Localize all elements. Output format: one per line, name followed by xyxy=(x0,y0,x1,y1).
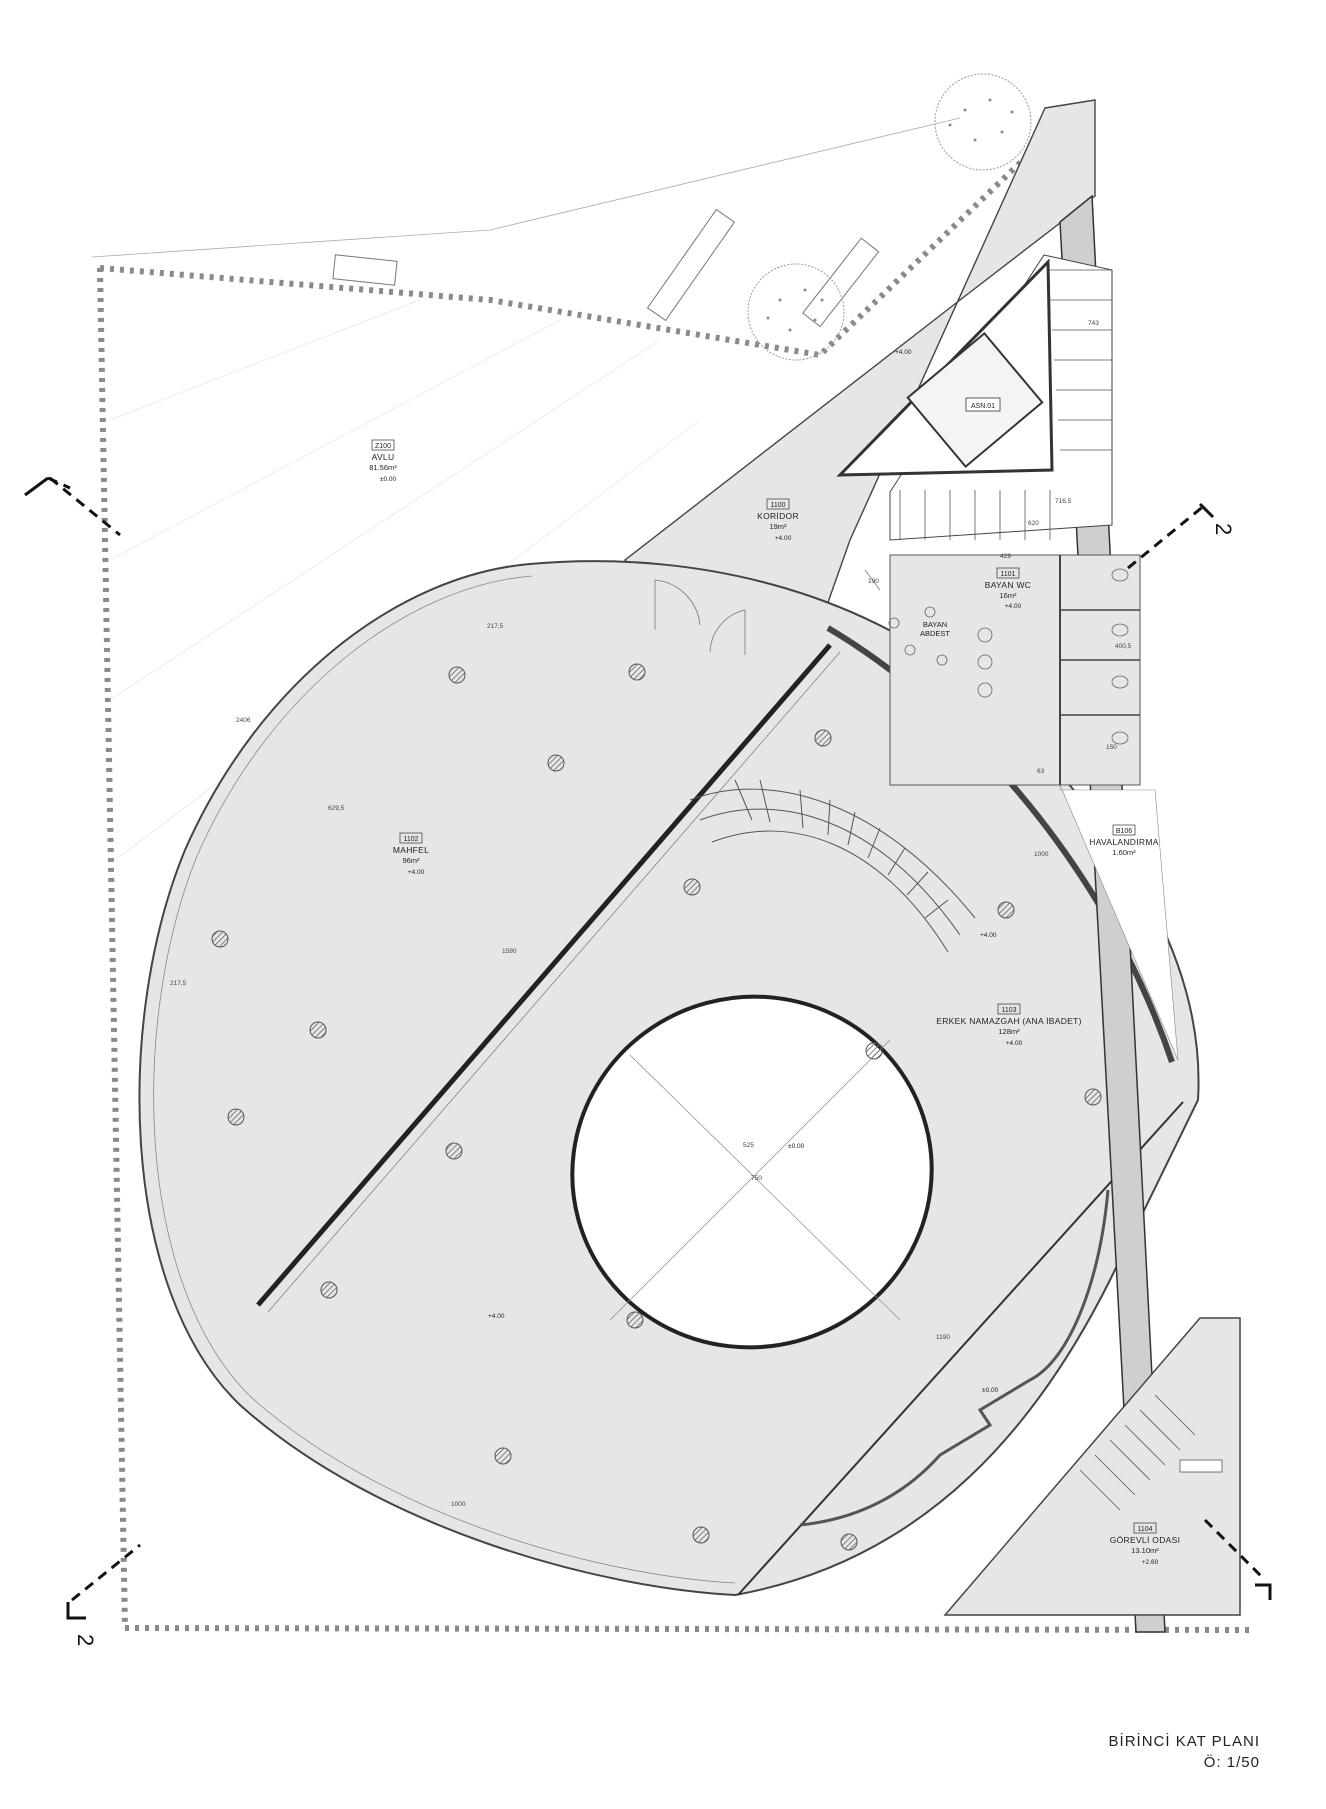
svg-text:AVLU: AVLU xyxy=(372,452,395,462)
corridor-floor xyxy=(623,99,1096,626)
service-core xyxy=(836,194,1179,1633)
central-void xyxy=(570,994,934,1350)
svg-text:+4.00: +4.00 xyxy=(895,349,912,356)
svg-text:429: 429 xyxy=(1000,553,1011,560)
svg-text:+4.00: +4.00 xyxy=(408,869,425,876)
section-marker xyxy=(24,476,1272,1620)
drawing-title-block: BİRİNCİ KAT PLANI Ö: 1/50 xyxy=(1109,1731,1260,1773)
svg-text:+2.60: +2.60 xyxy=(1142,1559,1159,1566)
svg-text:1101: 1101 xyxy=(1000,571,1015,578)
curved-stair xyxy=(689,779,976,953)
svg-text:96m²: 96m² xyxy=(402,856,420,865)
svg-text:128m²: 128m² xyxy=(998,1027,1020,1036)
svg-text:150: 150 xyxy=(1106,744,1117,751)
svg-text:KORİDOR: KORİDOR xyxy=(757,511,799,521)
room-label-koridor: 1100 KORİDOR 19m² +4.00 xyxy=(757,498,799,542)
svg-text:1103: 1103 xyxy=(1001,1007,1016,1014)
svg-text:1.60m²: 1.60m² xyxy=(1112,848,1136,857)
svg-text:400,5: 400,5 xyxy=(1115,643,1132,650)
svg-text:BAYAN: BAYAN xyxy=(923,620,947,629)
svg-text:Z100: Z100 xyxy=(375,443,391,450)
drawing-title: BİRİNCİ KAT PLANI xyxy=(1108,1733,1260,1750)
room-label-havalandirma: B106 HAVALANDIRMA 1.60m² xyxy=(1089,824,1158,857)
courtyard-fence xyxy=(91,107,1251,1633)
svg-text:217,5: 217,5 xyxy=(487,623,504,630)
door xyxy=(654,569,881,655)
svg-text:ERKEK NAMAZGAH (ANA İBADET): ERKEK NAMAZGAH (ANA İBADET) xyxy=(936,1016,1082,1026)
svg-text:±0.00: ±0.00 xyxy=(788,1143,805,1150)
svg-text:GÖREVLİ ODASI: GÖREVLİ ODASI xyxy=(1110,1535,1181,1545)
staff-room xyxy=(943,1317,1241,1616)
svg-text:ABDEST: ABDEST xyxy=(920,629,950,638)
svg-text:1590: 1590 xyxy=(502,948,517,955)
svg-text:1000: 1000 xyxy=(1034,851,1049,858)
svg-text:2406: 2406 xyxy=(236,717,251,724)
room-label-avlu: Z100 AVLU 81.56m² ±0.00 xyxy=(369,439,397,483)
svg-text:629,5: 629,5 xyxy=(328,805,345,812)
svg-text:1100: 1100 xyxy=(770,502,785,509)
svg-text:743: 743 xyxy=(1088,320,1099,327)
room-label-asansor: ASN.01 xyxy=(971,403,995,410)
svg-text:1000: 1000 xyxy=(451,1501,466,1508)
courtyard-benches xyxy=(332,208,880,328)
section-label: 2 xyxy=(73,1634,98,1646)
svg-text:716,5: 716,5 xyxy=(1055,498,1072,505)
svg-text:190: 190 xyxy=(868,578,879,585)
svg-text:63: 63 xyxy=(1037,768,1045,775)
svg-text:HAVALANDIRMA: HAVALANDIRMA xyxy=(1089,837,1158,847)
svg-text:19m²: 19m² xyxy=(769,522,787,531)
svg-text:81.56m²: 81.56m² xyxy=(369,463,397,472)
room-label-mahfel: 1102 MAHFEL 96m² +4.00 xyxy=(393,832,429,876)
svg-text:1104: 1104 xyxy=(1137,1526,1152,1533)
svg-text:+4.00: +4.00 xyxy=(1005,603,1022,610)
svg-text:620: 620 xyxy=(1028,520,1039,527)
prayer-hall-edge xyxy=(153,575,736,1584)
dimension-label: 217,5 629,5 217,5 1590 2406 1000 1000 52… xyxy=(170,320,1132,1508)
section-label: 2 xyxy=(1211,523,1236,535)
svg-text:+4.00: +4.00 xyxy=(980,932,997,939)
svg-text:MAHFEL: MAHFEL xyxy=(393,845,429,855)
svg-text:+4.00: +4.00 xyxy=(775,535,792,542)
svg-text:1102: 1102 xyxy=(403,836,418,843)
lower-circular-wall xyxy=(799,1189,1110,1527)
svg-text:217,5: 217,5 xyxy=(170,980,187,987)
svg-text:16m²: 16m² xyxy=(999,591,1017,600)
room-label-bayan-wc: 1101 BAYAN WC 16m² +4.00 xyxy=(985,567,1031,610)
svg-text:1190: 1190 xyxy=(936,1334,950,1341)
hall-lower-edge xyxy=(737,1101,1184,1596)
svg-text:+4.00: +4.00 xyxy=(488,1313,505,1320)
svg-text:ASN.01: ASN.01 xyxy=(971,403,995,410)
svg-text:±0.00: ±0.00 xyxy=(982,1387,999,1394)
svg-text:±0.00: ±0.00 xyxy=(380,476,397,483)
svg-text:525: 525 xyxy=(743,1142,754,1149)
svg-text:13.10m²: 13.10m² xyxy=(1131,1546,1159,1555)
mahfel-divider-wall xyxy=(256,643,832,1307)
drawing-scale: Ö: 1/50 xyxy=(1203,1754,1260,1771)
svg-text:B106: B106 xyxy=(1116,828,1132,835)
svg-text:+4.00: +4.00 xyxy=(1006,1040,1023,1047)
room-label-bayan-abdest: BAYAN ABDEST xyxy=(920,620,950,638)
room-label-erkek-namazgah: 1103 ERKEK NAMAZGAH (ANA İBADET) 128m² +… xyxy=(936,1003,1082,1047)
svg-text:BAYAN WC: BAYAN WC xyxy=(985,580,1031,590)
elevation-mark: +4.00 +4.00 ±0.00 +4.00 ±0.00 xyxy=(488,349,999,1394)
hall-curved-wall xyxy=(826,625,1175,1063)
svg-text:750: 750 xyxy=(751,1175,762,1182)
room-label-gorevli: 1104 GÖREVLİ ODASI 13.10m² +2.60 xyxy=(1110,1522,1181,1566)
tree-icon xyxy=(747,73,1032,361)
